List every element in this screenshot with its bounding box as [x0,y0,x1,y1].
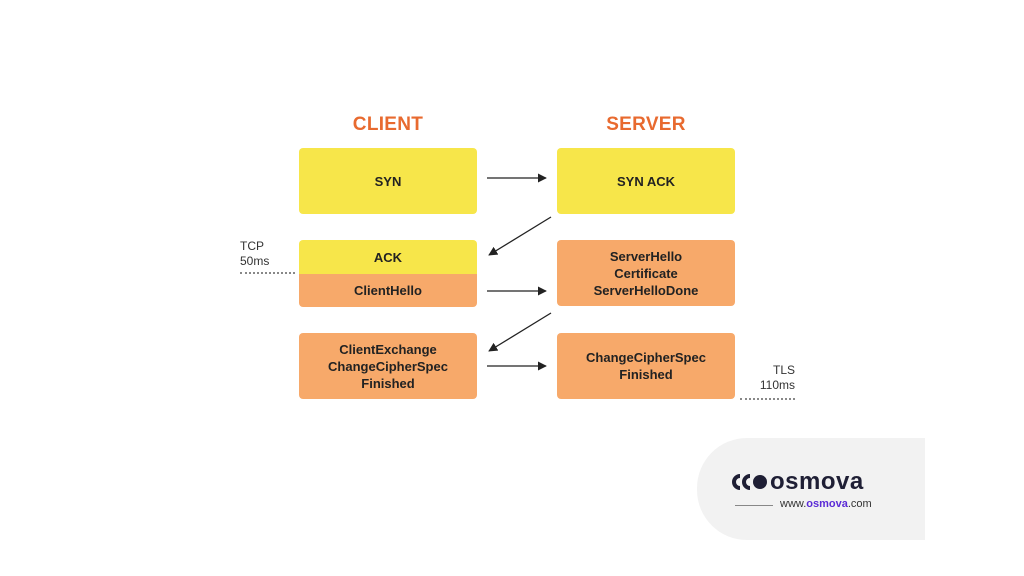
tcp-time: 50ms [240,254,270,268]
syn-label: SYN [374,173,402,189]
tcp-dotted-line [240,272,295,274]
ack-client-hello-box: ACK ClientHello [299,240,477,307]
brand-url[interactable]: www.osmova.com [780,498,872,510]
server-hello-box: ServerHello Certificate ServerHelloDone [557,240,735,306]
brand-url-accent: osmova [806,498,848,510]
client-exchange-box: ClientExchange ChangeCipherSpec Finished [299,333,477,399]
client-heading: CLIENT [352,114,424,135]
tls-dotted-line [740,398,795,400]
ack-label: ACK [373,249,403,265]
tls-name: TLS [772,363,795,377]
brand-url-prefix: www. [780,498,807,510]
server-finished-label: Finished [619,367,673,382]
brand-divider [735,505,773,506]
brand-url-suffix: .com [847,498,872,510]
server-cipher-box: ChangeCipherSpec Finished [557,333,735,399]
brand-card [697,438,925,540]
client-hello-label: ClientHello [354,283,422,298]
tls-label: TLS 110ms [755,363,795,393]
arrow-server-hello-to-client-exchange [488,312,552,352]
syn-ack-box: SYN ACK [557,148,735,214]
syn-box: SYN [299,148,477,214]
server-hello-done-label: ServerHelloDone [593,282,699,298]
arrow-syn-ack-to-ack [488,216,552,256]
server-change-cipher-spec-label: ChangeCipherSpec [586,350,706,365]
tcp-name: TCP [240,239,264,253]
client-hello-segment: ClientHello [299,274,477,307]
tcp-label: TCP 50ms [240,239,269,269]
certificate-label: Certificate [614,265,678,281]
client-finished-label: Finished [361,375,415,391]
client-exchange-label: ClientExchange [339,341,437,357]
server-hello-label: ServerHello [609,248,683,264]
tls-time: 110ms [759,378,795,392]
client-change-cipher-spec-label: ChangeCipherSpec [328,358,448,374]
syn-ack-label: SYN ACK [616,173,676,189]
brand-name: osmova [770,468,864,495]
server-heading: SERVER [606,114,686,135]
osmova-logo-icon [732,474,767,490]
ack-segment: ACK [299,240,477,274]
